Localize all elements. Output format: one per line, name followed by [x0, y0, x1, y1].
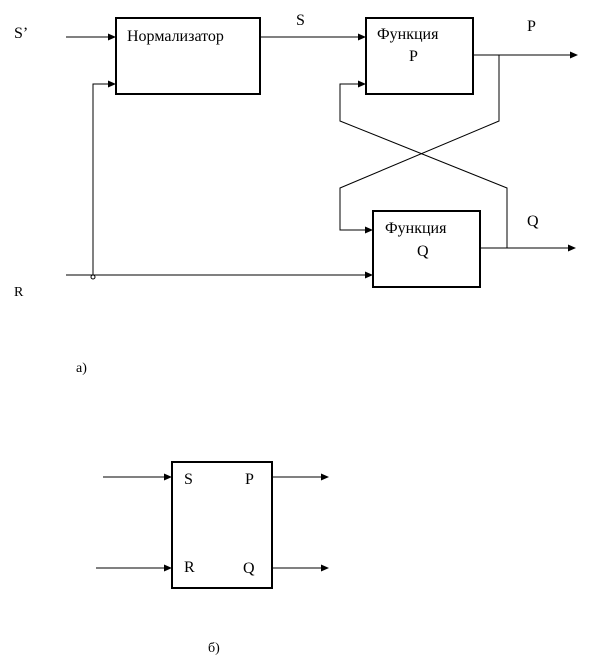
function-q-block: [372, 210, 481, 288]
label-s-prime: S’: [14, 25, 28, 42]
arrow-b-q-output: [321, 564, 329, 572]
label-function-q-line1: Функция: [385, 220, 447, 237]
label-b-r: R: [184, 559, 195, 576]
arrow-p-output: [570, 51, 578, 59]
arrow-feedback-p-to-q: [365, 226, 373, 234]
function-p-block: [365, 17, 474, 95]
arrow-b-p-output: [321, 473, 329, 481]
wire-feedback-q-to-p: [339, 83, 508, 248]
arrow-r-to-normalizer: [108, 80, 116, 88]
normalizer-block: [115, 17, 261, 95]
label-b-q: Q: [243, 560, 255, 577]
label-function-q-line2: Q: [417, 243, 429, 260]
label-r: R: [14, 285, 24, 300]
wire-feedback-p-to-q: [339, 55, 500, 231]
flipflop-block: [171, 461, 273, 589]
arrow-b-s-input: [164, 473, 172, 481]
diagram-a: S’ R Нормализатор S Функция P P Функция …: [14, 12, 578, 376]
junction-r: [90, 274, 96, 280]
label-b-p: P: [245, 471, 254, 488]
arrow-q-output: [568, 244, 576, 252]
caption-a: а): [76, 361, 87, 376]
arrow-s-prime: [108, 33, 116, 41]
diagram-b: S R P Q б): [96, 461, 329, 656]
label-s: S: [296, 12, 305, 29]
label-function-p-line1: Функция: [377, 26, 439, 43]
wire-r-to-normalizer: [92, 83, 110, 275]
label-output-q: Q: [527, 213, 539, 230]
arrow-feedback-q-to-p: [358, 80, 366, 88]
caption-b: б): [208, 641, 220, 656]
label-function-p-line2: P: [409, 48, 418, 65]
label-normalizer: Нормализатор: [127, 28, 224, 45]
arrow-r-to-q: [365, 271, 373, 279]
arrow-s: [358, 33, 366, 41]
label-output-p: P: [527, 18, 536, 35]
arrow-b-r-input: [164, 564, 172, 572]
label-b-s: S: [184, 471, 193, 488]
